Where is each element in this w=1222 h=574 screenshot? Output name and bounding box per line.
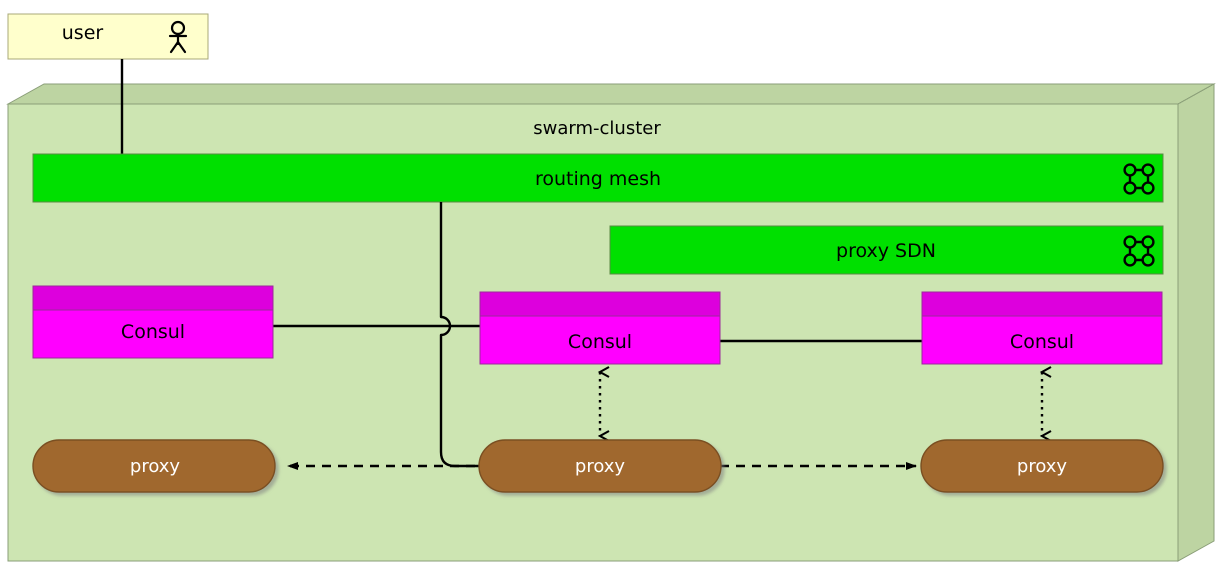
node-network-icon — [1123, 235, 1155, 267]
proxy-sdn-rect[interactable] — [609, 225, 1164, 275]
stick-figure-actor-icon — [168, 20, 188, 54]
cluster-corner-edge — [1177, 83, 1215, 105]
component-consul-2[interactable] — [479, 291, 721, 365]
component-consul-3[interactable] — [921, 291, 1163, 365]
user-actor-box[interactable] — [7, 13, 209, 60]
network-proxy-sdn[interactable] — [609, 225, 1164, 275]
node-proxy-2[interactable] — [478, 439, 722, 493]
node-proxy-1[interactable] — [32, 439, 276, 493]
routing-mesh-rect[interactable] — [32, 153, 1164, 203]
consul-3-header — [921, 291, 1163, 317]
consul-2-header — [479, 291, 721, 317]
cluster-right-face — [1177, 83, 1215, 562]
node-network-icon — [1123, 163, 1155, 195]
component-consul-1[interactable] — [32, 285, 274, 359]
cluster-top-face — [6, 83, 1216, 105]
network-routing-mesh[interactable] — [32, 153, 1164, 203]
proxy-3-shape[interactable] — [920, 439, 1164, 493]
node-proxy-3[interactable] — [920, 439, 1164, 493]
consul-1-header — [32, 285, 274, 311]
proxy-2-shape[interactable] — [478, 439, 722, 493]
link-routing-mesh-to-proxy2 — [439, 202, 480, 468]
proxy-1-shape[interactable] — [32, 439, 276, 493]
